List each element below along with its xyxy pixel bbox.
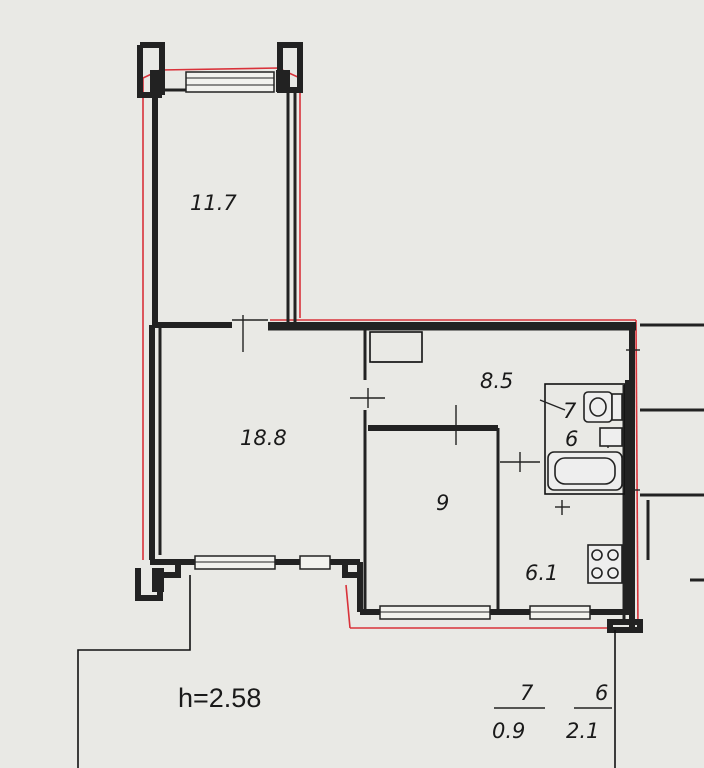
corridor-outline [77, 575, 616, 768]
living-room-area-label: 18.8 [240, 426, 287, 450]
door-markers [232, 315, 640, 515]
fraction-2-numerator: 6 [595, 681, 608, 705]
fixtures [547, 391, 623, 584]
red-markup-lines [142, 67, 639, 629]
bathroom-number-label: 6 [565, 427, 578, 451]
kitchen-area-label: 6.1 [525, 561, 558, 585]
bedroom-area-label: 9 [436, 491, 449, 515]
fraction-1-denominator: 0.9 [492, 719, 525, 743]
toilet-number-label: 7 [563, 399, 577, 423]
hallway-area-label: 8.5 [480, 369, 513, 393]
fraction-2: 6 2.1 [566, 681, 612, 743]
fraction-2-denominator: 2.1 [566, 719, 599, 743]
balcony-area-label: 11.7 [190, 191, 237, 215]
closet [369, 331, 423, 363]
balcony [137, 42, 303, 325]
sink-icon [599, 427, 623, 447]
balcony-window [185, 71, 275, 93]
windows [194, 555, 591, 620]
stove-icon [587, 544, 623, 584]
fraction-1-numerator: 7 [520, 681, 534, 705]
fraction-1: 7 0.9 [492, 681, 545, 743]
interior-walls [363, 323, 704, 612]
ceiling-height-label: h=2.58 [178, 683, 261, 713]
